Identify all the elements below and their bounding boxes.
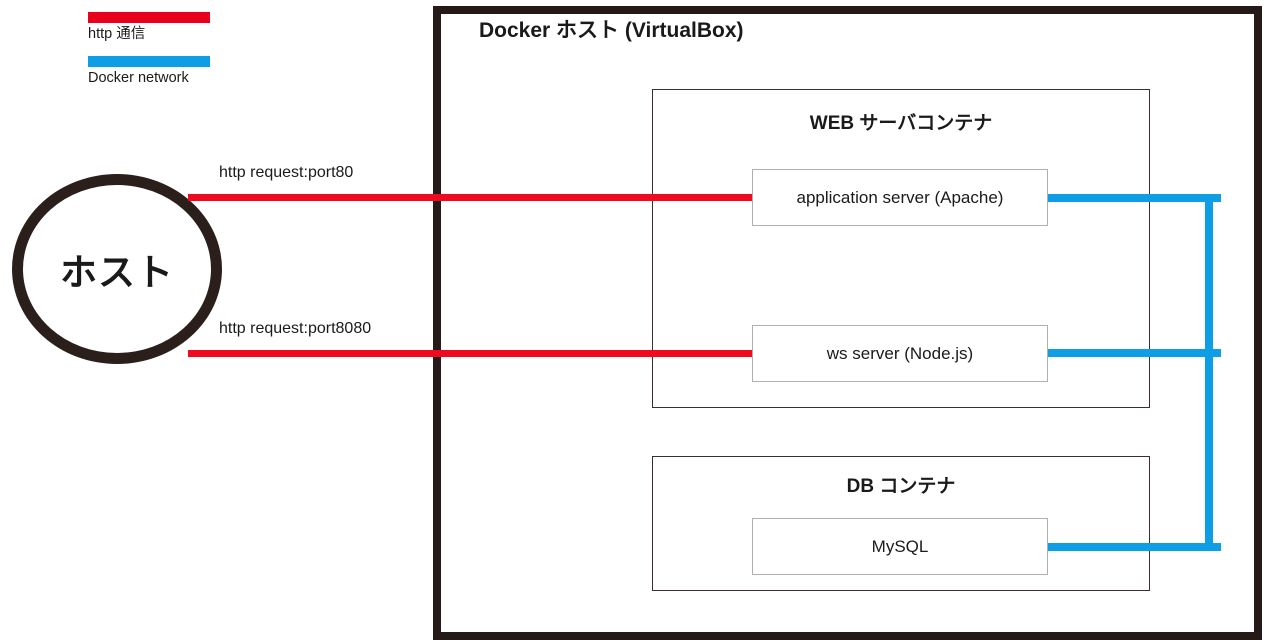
docker-network-line-mysql bbox=[1046, 543, 1221, 551]
docker-network-bus-line bbox=[1205, 194, 1213, 551]
docker-network-line-ws-server bbox=[1046, 349, 1221, 357]
http-connection-line-port80 bbox=[188, 194, 754, 201]
service-box-apache: application server (Apache) bbox=[752, 169, 1048, 226]
web-server-container-title: WEB サーバコンテナ bbox=[809, 113, 993, 134]
legend-label-docker-network: Docker network bbox=[88, 70, 189, 86]
service-box-ws-server: ws server (Node.js) bbox=[752, 325, 1048, 382]
host-node: ホスト bbox=[12, 174, 222, 364]
legend-item-docker-network: Docker network bbox=[88, 56, 210, 88]
service-label-mysql: MySQL bbox=[871, 536, 929, 556]
docker-network-line-apache bbox=[1046, 194, 1221, 202]
edge-label-http-port80: http request:port80 bbox=[219, 164, 354, 181]
edge-label-http-port8080: http request:port8080 bbox=[219, 320, 372, 337]
service-label-apache: application server (Apache) bbox=[796, 187, 1004, 207]
legend-label-http: http 通信 bbox=[88, 26, 146, 42]
service-label-ws-server: ws server (Node.js) bbox=[826, 343, 974, 363]
docker-host-boundary bbox=[433, 6, 1262, 640]
legend-item-http: http 通信 bbox=[88, 12, 210, 44]
http-connection-line-port8080 bbox=[188, 350, 754, 357]
legend: http 通信 Docker network bbox=[88, 12, 210, 100]
db-container-title: DB コンテナ bbox=[846, 476, 956, 497]
docker-host-title: Docker ホスト (VirtualBox) bbox=[479, 19, 744, 42]
db-container: DB コンテナ bbox=[652, 456, 1150, 591]
service-box-mysql: MySQL bbox=[752, 518, 1048, 575]
web-server-container: WEB サーバコンテナ bbox=[652, 89, 1150, 408]
host-label: ホスト bbox=[60, 252, 174, 293]
red-line-swatch-icon bbox=[88, 12, 210, 23]
blue-line-swatch-icon bbox=[88, 56, 210, 67]
